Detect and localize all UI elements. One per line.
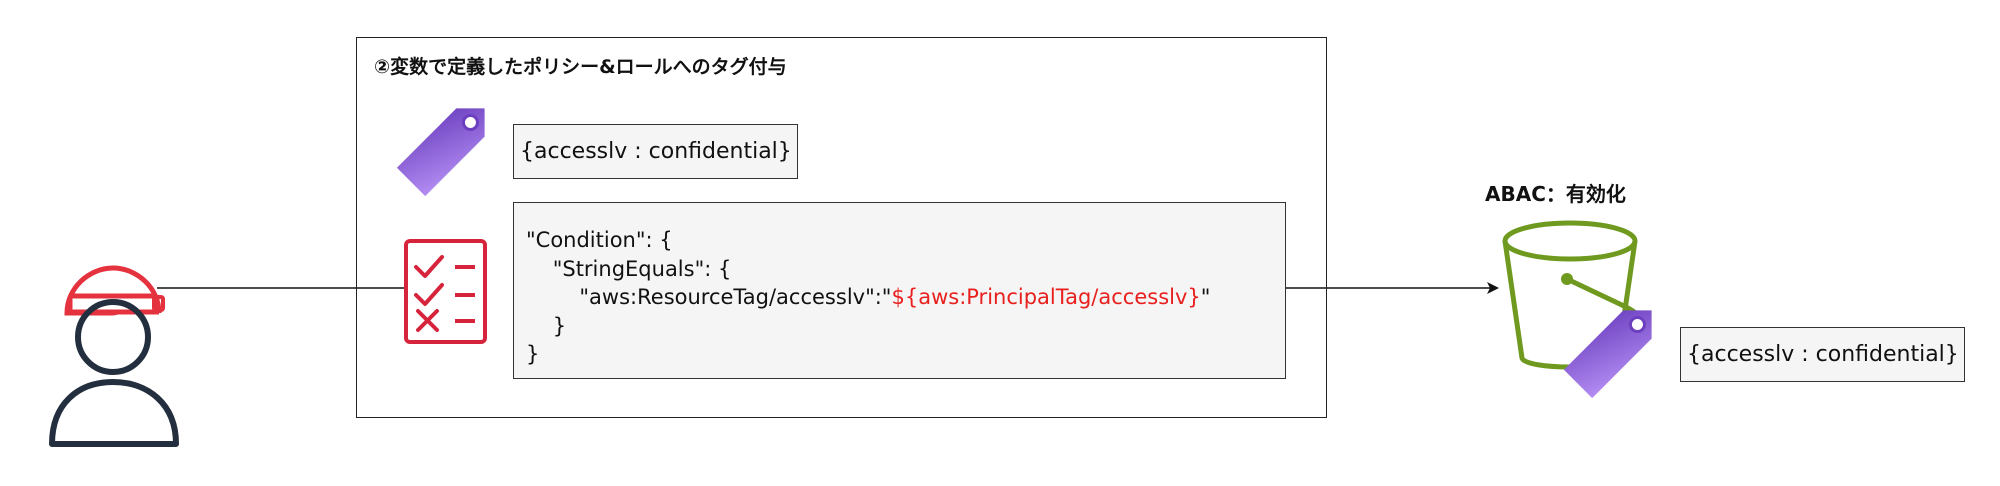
policy-line: "aws:ResourceTag/accesslv":"${aws:Princi… — [526, 283, 1285, 312]
role-tag-text: {accesslv : confidential} — [520, 139, 792, 164]
policy-quote: " — [1200, 285, 1211, 309]
tag-icon — [396, 108, 485, 197]
bucket-tag-label: {accesslv : confidential} — [1680, 327, 1965, 382]
bucket-tag-text: {accesslv : confidential} — [1687, 342, 1959, 367]
bucket-tag-icon — [1563, 310, 1652, 399]
policy-role-group — [356, 37, 1327, 418]
policy-line: } — [526, 313, 567, 338]
bucket-label: ABAC：有効化 — [1485, 182, 1626, 206]
group-title: ②変数で定義したポリシー&ロールへのタグ付与 — [374, 56, 787, 78]
role-tag-label: {accesslv : confidential} — [513, 124, 798, 179]
policy-condition-box: "Condition": { "StringEquals": { "aws:Re… — [513, 202, 1286, 379]
policy-principal-variable: ${aws:PrincipalTag/accesslv} — [891, 285, 1201, 309]
policy-line: } — [526, 342, 540, 366]
policy-line: "StringEquals": { — [526, 256, 732, 281]
policy-resource-key: "aws:ResourceTag/accesslv":" — [526, 285, 892, 309]
checklist-icon — [404, 239, 487, 344]
user-helmet-icon — [49, 265, 179, 447]
policy-line: "Condition": { — [526, 228, 673, 252]
